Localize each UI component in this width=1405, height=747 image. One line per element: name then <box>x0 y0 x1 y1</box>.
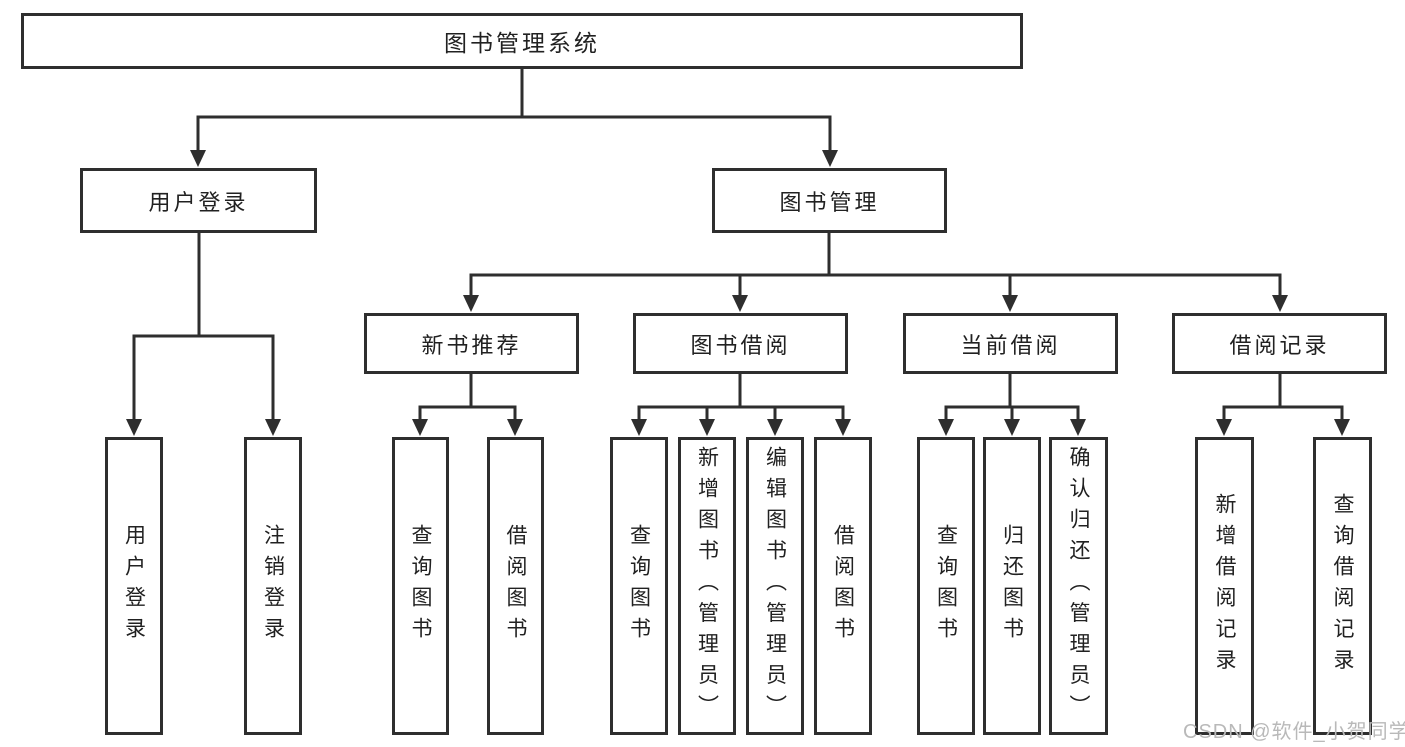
leaf-add-book-admin-label: 新增图书（管理员） <box>695 446 719 726</box>
leaf-add-borrow-record: 新增借阅记录 <box>1195 437 1254 735</box>
node-new-book-recommend-label: 新书推荐 <box>421 332 522 358</box>
node-root-label: 图书管理系统 <box>444 30 600 56</box>
node-root-library-system: 图书管理系统 <box>21 13 1023 69</box>
node-current-borrow: 当前借阅 <box>903 313 1118 374</box>
leaf-query-borrow-record: 查询借阅记录 <box>1313 437 1372 735</box>
leaf-add-book-admin: 新增图书（管理员） <box>678 437 736 735</box>
leaf-confirm-return-admin-label: 确认归还（管理员） <box>1067 446 1090 726</box>
node-book-borrow: 图书借阅 <box>633 313 848 374</box>
leaf-query-books-current-label: 查询图书 <box>934 523 958 649</box>
leaf-edit-book-admin: 编辑图书（管理员） <box>746 437 804 735</box>
leaf-borrow-books-recommend-label: 借阅图书 <box>504 523 527 649</box>
node-current-borrow-label: 当前借阅 <box>960 332 1061 358</box>
leaf-borrow-books-label: 借阅图书 <box>831 523 855 649</box>
leaf-borrow-books: 借阅图书 <box>814 437 872 735</box>
node-user-login-label: 用户登录 <box>148 189 249 215</box>
node-book-management: 图书管理 <box>712 168 947 233</box>
node-new-book-recommend: 新书推荐 <box>364 313 579 374</box>
leaf-query-books-recommend: 查询图书 <box>392 437 449 735</box>
node-borrow-records: 借阅记录 <box>1172 313 1387 374</box>
watermark: CSDN @软件_小贺同学 <box>1183 721 1405 743</box>
leaf-logout: 注销登录 <box>244 437 302 735</box>
node-book-borrow-label: 图书借阅 <box>690 332 791 358</box>
leaf-query-books-borrow-label: 查询图书 <box>627 523 651 649</box>
leaf-query-borrow-record-label: 查询借阅记录 <box>1331 492 1354 680</box>
leaf-logout-label: 注销登录 <box>261 523 285 649</box>
leaf-query-books-recommend-label: 查询图书 <box>409 523 432 649</box>
leaf-confirm-return-admin: 确认归还（管理员） <box>1049 437 1108 735</box>
leaf-borrow-books-recommend: 借阅图书 <box>487 437 544 735</box>
node-user-login: 用户登录 <box>80 168 317 233</box>
leaf-return-book: 归还图书 <box>983 437 1041 735</box>
arrowheads <box>126 150 1350 436</box>
leaf-add-borrow-record-label: 新增借阅记录 <box>1213 492 1236 680</box>
node-borrow-records-label: 借阅记录 <box>1229 332 1330 358</box>
leaf-user-login: 用户登录 <box>105 437 163 735</box>
leaf-query-books-borrow: 查询图书 <box>610 437 668 735</box>
leaf-edit-book-admin-label: 编辑图书（管理员） <box>763 446 787 726</box>
leaf-return-book-label: 归还图书 <box>1000 523 1024 649</box>
leaf-user-login-label: 用户登录 <box>122 523 146 649</box>
node-book-management-label: 图书管理 <box>779 189 880 215</box>
leaf-query-books-current: 查询图书 <box>917 437 975 735</box>
